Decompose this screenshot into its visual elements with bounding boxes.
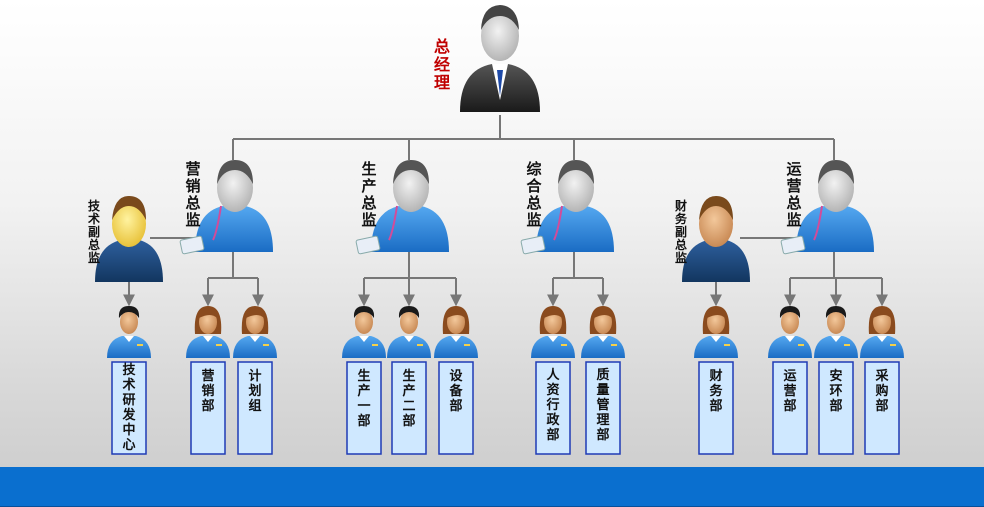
department-label: 采购部 (874, 368, 889, 414)
department-node-purchase: 采购部 (860, 306, 904, 455)
director-nodes: 营销总监 生产总监 综合总监 运营总监 (179, 160, 874, 255)
department-box (698, 361, 734, 455)
vice-director-title: 技术副总监 (87, 198, 101, 265)
director-node-admin: 综合总监 (520, 160, 614, 255)
female-staff-icon (233, 306, 277, 358)
department-label: 生产二部 (402, 368, 415, 429)
director-node-marketing: 营销总监 (179, 160, 273, 255)
ceo-avatar (460, 5, 540, 112)
vice-director-title: 财务副总监 (674, 198, 688, 265)
director-node-production: 生产总监 (355, 160, 449, 255)
director-avatar (355, 160, 449, 255)
footer-bar (0, 467, 984, 507)
director-title: 营销总监 (185, 160, 200, 229)
male-staff-icon (107, 306, 151, 358)
department-label: 生产一部 (357, 368, 370, 429)
vice-director-avatar (95, 196, 163, 282)
vice-director-node-tech: 技术副总监 (87, 196, 163, 282)
department-label: 营销部 (201, 368, 214, 414)
department-box (346, 361, 382, 455)
female-staff-icon (186, 306, 230, 358)
department-node-rnd: 技术研发中心 (107, 306, 151, 455)
department-box (237, 361, 273, 455)
director-title: 运营总监 (786, 160, 801, 229)
department-box (772, 361, 808, 455)
department-box (585, 361, 621, 455)
department-nodes: 技术研发中心 营销部 计划组 生产一部 生产二部 设备部 人资行政部 质量管理部 财务部 运营部 安… (107, 306, 904, 455)
department-node-fin: 财务部 (694, 306, 738, 455)
department-label: 人资行政部 (545, 367, 560, 443)
department-box (535, 361, 571, 455)
vice-director-nodes: 技术副总监 财务副总监 (87, 196, 750, 282)
female-staff-icon (860, 306, 904, 358)
department-box (190, 361, 226, 455)
female-staff-icon (694, 306, 738, 358)
department-label: 质量管理部 (596, 367, 609, 443)
vice-director-node-finance: 财务副总监 (674, 196, 750, 282)
department-node-prod1: 生产一部 (342, 306, 386, 455)
department-node-prod2: 生产二部 (387, 306, 431, 455)
department-box (818, 361, 854, 455)
department-node-ops: 运营部 (768, 306, 812, 455)
vice-director-avatar (682, 196, 750, 282)
director-avatar (520, 160, 614, 255)
ceo-node: 总经理 (434, 5, 540, 112)
male-staff-icon (768, 306, 812, 358)
department-node-sales: 营销部 (186, 306, 230, 455)
department-box (438, 361, 474, 455)
ceo-title-text: 总经理 (434, 37, 450, 92)
female-staff-icon (434, 306, 478, 358)
department-label: 设备部 (448, 369, 463, 414)
male-staff-icon (342, 306, 386, 358)
director-avatar (780, 160, 874, 255)
department-label: 财务部 (709, 368, 723, 414)
department-label: 运营部 (783, 369, 796, 414)
male-staff-icon (387, 306, 431, 358)
department-node-plan: 计划组 (233, 306, 277, 455)
department-box (864, 361, 900, 455)
director-title: 生产总监 (361, 160, 376, 229)
female-staff-icon (581, 306, 625, 358)
department-node-hr: 人资行政部 (531, 306, 575, 455)
department-label: 计划组 (248, 368, 261, 414)
connector-lines (123, 115, 888, 307)
director-title: 综合总监 (525, 160, 542, 229)
department-box (111, 361, 147, 455)
director-node-operations: 运营总监 (780, 160, 874, 255)
ceo-title: 总经理 (434, 37, 450, 92)
department-box (391, 361, 427, 455)
department-label: 技术研发中心 (121, 362, 136, 453)
department-node-safety: 安环部 (814, 306, 858, 455)
male-staff-icon (814, 306, 858, 358)
department-node-equip: 设备部 (434, 306, 478, 455)
director-avatar (179, 160, 273, 255)
female-staff-icon (531, 306, 575, 358)
department-label: 安环部 (829, 368, 842, 414)
department-node-qa: 质量管理部 (581, 306, 625, 455)
